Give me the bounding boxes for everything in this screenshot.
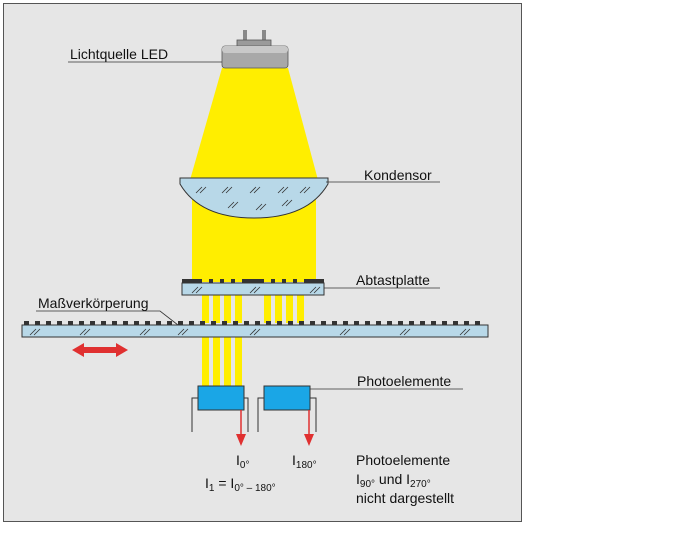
photocell-left — [197, 385, 245, 411]
scale-graduation — [134, 321, 139, 325]
signal-label-180: I180° — [292, 452, 317, 471]
condenser-lens — [179, 177, 329, 219]
scale-graduation — [123, 321, 128, 325]
scale-graduation — [464, 321, 469, 325]
scale-graduation — [145, 321, 150, 325]
scale-graduation — [90, 321, 95, 325]
scale-graduation — [79, 321, 84, 325]
signal-formula: I1 = I0° – 180° — [205, 475, 276, 494]
scale-graduation — [112, 321, 117, 325]
scale-graduation — [189, 321, 194, 325]
scale-bar — [21, 321, 489, 338]
scale-graduation — [244, 321, 249, 325]
signal-label-0: I0° — [236, 452, 249, 471]
scale-graduation — [453, 321, 458, 325]
scale-graduation — [101, 321, 106, 325]
scale-graduation — [354, 321, 359, 325]
scale-graduation — [332, 321, 337, 325]
photocell-right — [263, 385, 311, 411]
label-scale: Maßverkörperung — [38, 295, 149, 311]
scale-graduation — [211, 321, 216, 325]
label-photocells: Photoelemente — [357, 373, 451, 389]
scale-graduation — [46, 321, 51, 325]
photocell-wiring — [191, 397, 317, 432]
signal-arrow-180 — [304, 410, 314, 446]
note-line-1: Photoelemente — [356, 452, 450, 468]
scale-graduation — [288, 321, 293, 325]
movement-double-arrow — [72, 343, 128, 357]
scale-graduation — [376, 321, 381, 325]
scale-graduation — [343, 321, 348, 325]
scale-graduation — [222, 321, 227, 325]
scale-graduation — [233, 321, 238, 325]
scale-graduation — [431, 321, 436, 325]
scale-graduation — [310, 321, 315, 325]
scale-graduation — [299, 321, 304, 325]
scale-graduation — [398, 321, 403, 325]
label-light-source: Lichtquelle LED — [70, 46, 168, 62]
beam-strips-upper — [202, 295, 304, 323]
scale-graduation — [420, 321, 425, 325]
label-condenser: Kondensor — [364, 167, 432, 183]
scale-graduation — [475, 321, 480, 325]
light-cone — [190, 68, 318, 180]
label-scanning-plate: Abtastplatte — [356, 272, 430, 288]
note-line-3: nicht dargestellt — [356, 490, 454, 506]
scale-graduation — [167, 321, 172, 325]
scale-graduation — [365, 321, 370, 325]
scale-graduation — [156, 321, 161, 325]
scale-graduation — [200, 321, 205, 325]
beam-strips-lower — [202, 337, 242, 386]
scale-graduation — [321, 321, 326, 325]
scale-graduation — [255, 321, 260, 325]
scale-graduation — [57, 321, 62, 325]
scale-graduation — [277, 321, 282, 325]
signal-arrow-0 — [236, 410, 246, 446]
scale-graduation — [266, 321, 271, 325]
scanning-plate — [181, 279, 325, 296]
scale-graduation — [387, 321, 392, 325]
led-light-source — [221, 30, 289, 69]
scale-graduation — [24, 321, 29, 325]
scale-graduation — [178, 321, 183, 325]
scale-graduation — [68, 321, 73, 325]
note-line-2: I90° und I270° — [356, 471, 431, 490]
scale-graduation — [35, 321, 40, 325]
scale-graduation — [442, 321, 447, 325]
leader-lines — [36, 61, 463, 390]
scale-graduation — [409, 321, 414, 325]
